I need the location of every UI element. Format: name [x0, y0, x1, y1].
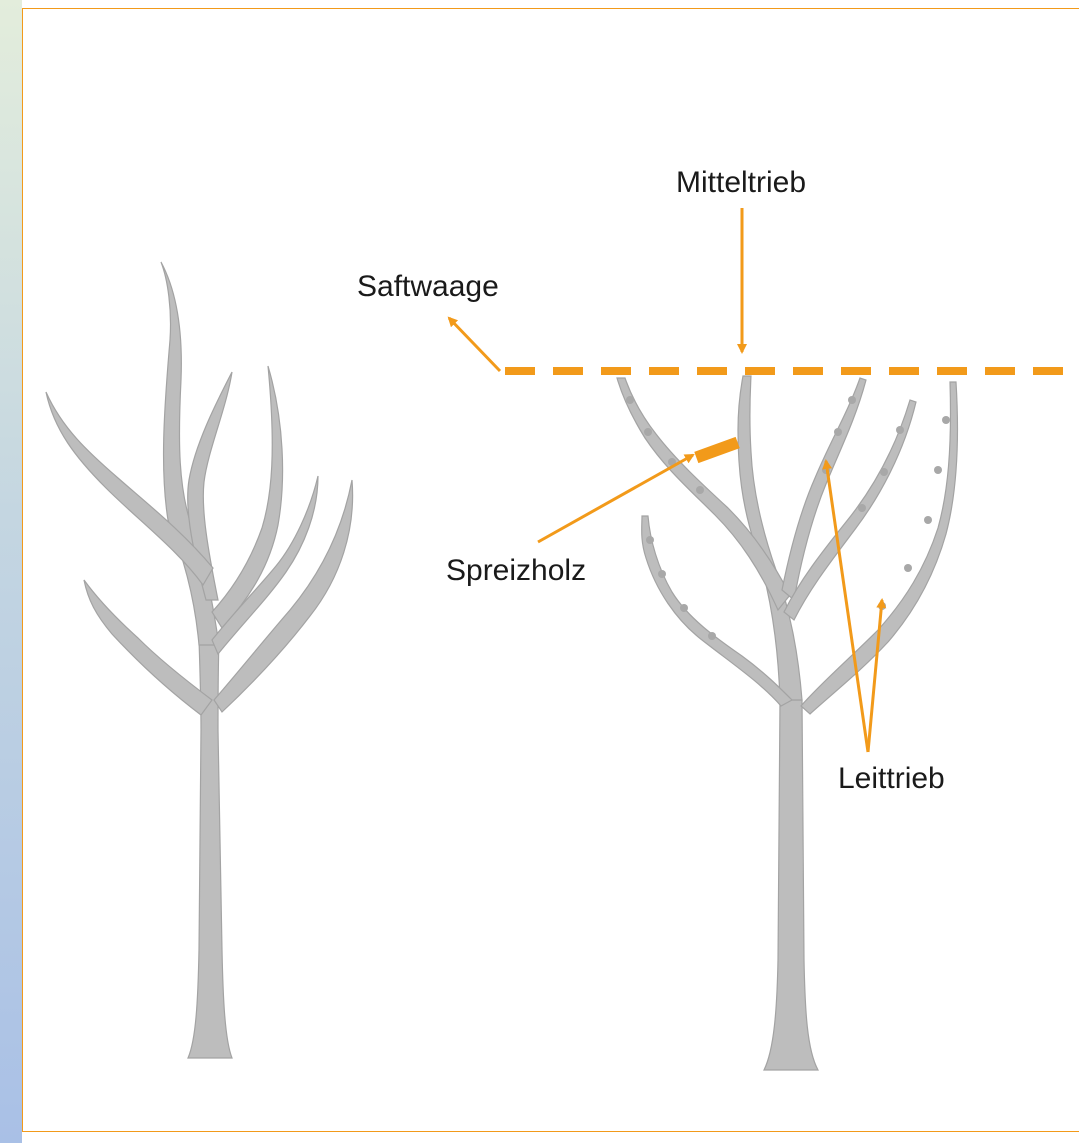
unpruned-tree-branch	[211, 365, 284, 629]
spreizholz-bar	[694, 436, 740, 464]
leittrieb-label: Leittrieb	[838, 762, 945, 795]
pruned-tree-branch	[781, 377, 867, 602]
pruned-tree-branch	[783, 399, 917, 621]
unpruned-tree-branch	[187, 371, 233, 601]
saftwaage-arrow	[447, 316, 502, 373]
mitteltrieb-label: Mitteltrieb	[676, 166, 806, 199]
saftwaage-label: Saftwaage	[357, 270, 499, 303]
leittrieb-arrow-1	[822, 459, 870, 753]
left-gradient-strip	[0, 0, 22, 1143]
pruned-tree-buds	[626, 396, 950, 640]
pruned-tree	[616, 375, 959, 1071]
unpruned-tree-branch	[211, 475, 319, 656]
pruned-tree-trunk	[763, 699, 820, 1071]
unpruned-tree-branch	[45, 391, 214, 587]
spreizholz-label: Spreizholz	[446, 554, 586, 587]
unpruned-tree	[45, 261, 354, 1059]
leittrieb-arrow-2	[866, 598, 887, 753]
pruned-tree-leittrieb-right	[800, 381, 959, 715]
spreizholz-arrow	[537, 453, 695, 544]
pruned-tree-leittrieb-left	[641, 515, 793, 707]
pruned-tree-branch	[616, 377, 791, 612]
unpruned-tree-branch	[213, 479, 354, 713]
unpruned-tree-branch	[83, 579, 213, 716]
